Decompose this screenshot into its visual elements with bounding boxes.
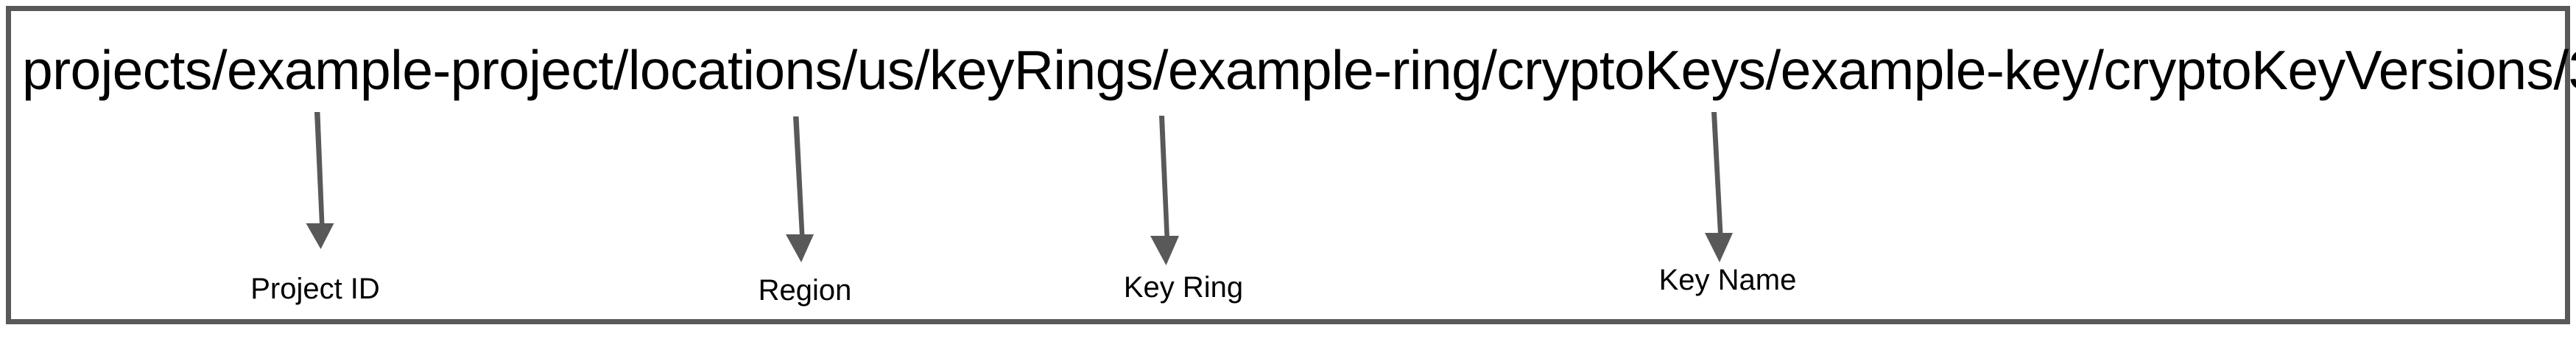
diagram-frame	[6, 6, 2570, 324]
annotation-label-key-name: Key Name	[1658, 264, 1797, 296]
annotation-label-project-id: Project ID	[250, 273, 380, 305]
annotation-label-region: Region	[758, 274, 852, 307]
annotation-label-key-ring: Key Ring	[1123, 271, 1244, 304]
resource-path-value: projects/example-project/locations/us/ke…	[22, 39, 2576, 101]
resource-path-field[interactable]: projects/example-project/locations/us/ke…	[22, 38, 2576, 102]
